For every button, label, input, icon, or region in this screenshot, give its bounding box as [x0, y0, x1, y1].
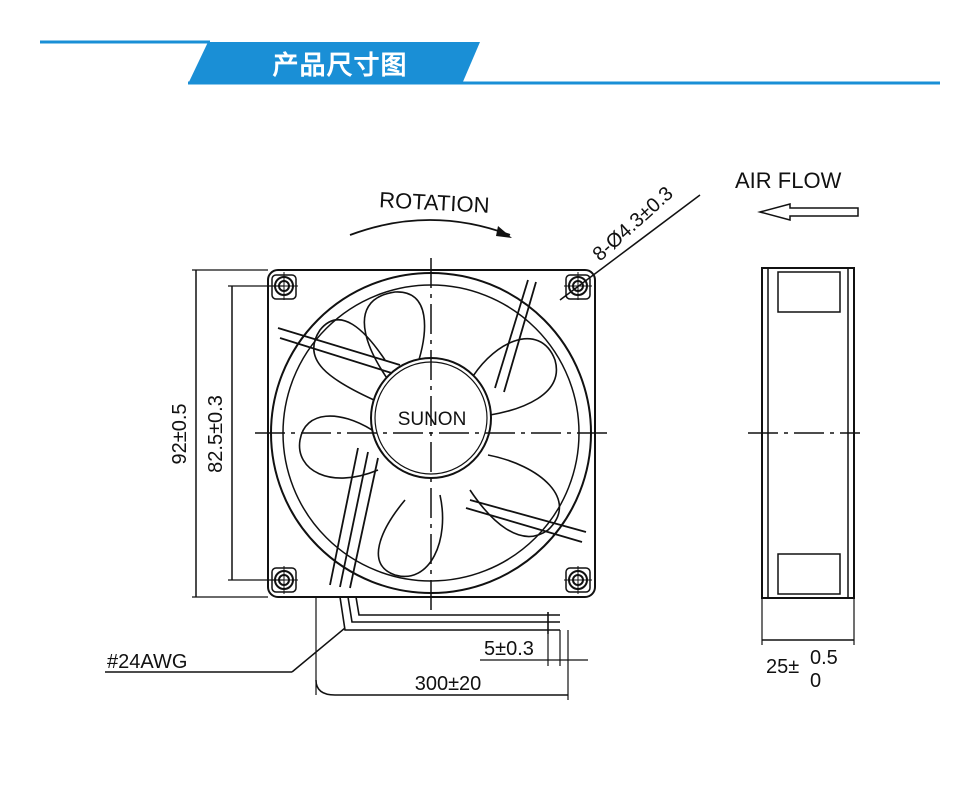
mounting-hole-br	[564, 566, 592, 594]
brand-label: SUNON	[398, 409, 467, 430]
airflow-arrow-icon	[757, 203, 859, 221]
fan-wires	[339, 596, 560, 634]
airflow-label: AIR FLOW	[735, 168, 842, 193]
side-boss-bottom	[777, 553, 841, 595]
corner-boss-br	[565, 567, 591, 593]
fan-struts	[277, 279, 587, 589]
dim-length-line	[315, 679, 568, 696]
corner-boss-tr	[565, 274, 591, 300]
hole-spec-leader	[559, 194, 701, 301]
side-boss-top	[777, 271, 841, 313]
page-title: 产品尺寸图	[272, 51, 408, 81]
hole-spec-label: 8-Ø4.3±0.3	[589, 183, 678, 266]
thickness-lower-label: 0	[810, 670, 821, 692]
hole-pitch-label: 82.5±0.3	[205, 395, 227, 473]
outer-size-label: 92±0.5	[169, 403, 191, 464]
wire-strip-label: 5±0.3	[484, 638, 534, 660]
thickness-upper-label: 0.5	[810, 647, 838, 669]
rotation-arc	[349, 219, 511, 236]
header-banner	[188, 42, 480, 84]
rotation-label: ROTATION	[379, 187, 491, 218]
corner-boss-tl	[271, 274, 297, 300]
awg-leader	[291, 627, 346, 673]
fan-blades	[298, 291, 561, 578]
wire-gauge-label: #24AWG	[107, 651, 187, 673]
thickness-nominal-label: 25±	[766, 656, 799, 678]
wire-length-label: 300±20	[415, 673, 482, 695]
side-view	[748, 203, 860, 645]
rotation-arrowhead	[496, 226, 512, 238]
front-view	[105, 194, 701, 700]
